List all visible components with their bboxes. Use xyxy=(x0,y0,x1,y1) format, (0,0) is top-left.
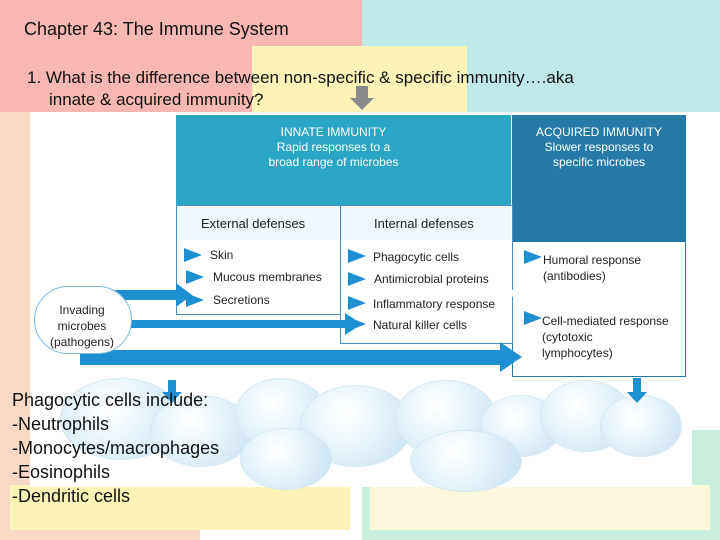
invading-microbes-line-1: Invading xyxy=(59,303,105,317)
internal-defenses-title-bar xyxy=(341,206,511,240)
innate-immunity-subtitle-2: broad range of microbes xyxy=(268,155,399,169)
arrow-to-external xyxy=(60,283,192,307)
internal-item-natural-killer: Natural killer cells xyxy=(373,318,468,332)
humoral-line-1: Humoral response xyxy=(543,253,642,267)
innate-immunity-subtitle-1: Rapid responses to a xyxy=(276,140,391,154)
internal-item-pointer xyxy=(348,317,366,331)
arrow-to-internal xyxy=(80,313,362,335)
acquired-immunity-subtitle-2: specific microbes xyxy=(552,155,646,169)
acquired-immunity-subtitle-1: Slower responses to xyxy=(544,140,654,154)
internal-item-antimicrobial: Antimicrobial proteins xyxy=(374,272,489,286)
acquired-immunity-body xyxy=(513,242,685,376)
phagocytic-note-title: Phagocytic cells include: xyxy=(12,390,209,410)
arrow-down-question xyxy=(350,86,374,110)
external-item-skin: Skin xyxy=(210,248,234,262)
arrow-down-humoral xyxy=(507,277,527,302)
internal-item-pointer xyxy=(348,272,366,286)
bg-block-cream-bottom xyxy=(370,485,710,530)
cell-image xyxy=(240,428,332,490)
phagocytic-note: Phagocytic cells include: -Neutrophils -… xyxy=(12,388,219,508)
cell-mediated-line-2: (cytotoxic xyxy=(542,330,593,344)
external-item-pointer xyxy=(186,293,204,307)
arrow-down-right xyxy=(627,378,647,403)
question-line-1: 1. What is the difference between non-sp… xyxy=(27,68,574,87)
invading-microbes-label: Invading microbes (pathogens) xyxy=(34,302,130,350)
external-item-mucous: Mucous membranes xyxy=(213,270,322,284)
humoral-line-2: (antibodies) xyxy=(543,269,606,283)
slide-title: Chapter 43: The Immune System xyxy=(24,19,289,39)
invading-microbes-box xyxy=(34,286,132,354)
external-item-secretions: Secretions xyxy=(213,293,270,307)
acquired-item-pointer xyxy=(524,250,542,264)
phagocytic-item: -Neutrophils xyxy=(12,414,110,434)
acquired-humoral: Humoral response (antibodies) xyxy=(543,252,641,284)
acquired-cell-mediated: Cell-mediated response (cytotoxic lympho… xyxy=(542,313,669,361)
internal-defenses-title: Internal defenses xyxy=(374,216,474,231)
internal-item-pointer xyxy=(348,296,366,310)
bg-block-yellow-bottom xyxy=(10,485,350,530)
internal-item-pointer xyxy=(348,249,366,263)
internal-item-inflammatory: Inflammatory response xyxy=(373,297,496,311)
acquired-immunity-header: ACQUIRED IMMUNITY Slower responses to sp… xyxy=(512,125,686,170)
innate-immunity-header: INNATE IMMUNITY Rapid responses to a bro… xyxy=(176,125,491,170)
invading-microbes-line-2: microbes xyxy=(57,319,107,333)
innate-immunity-title: INNATE IMMUNITY xyxy=(280,125,387,139)
internal-item-phagocytic: Phagocytic cells xyxy=(373,250,460,264)
cell-mediated-line-1: Cell-mediated response xyxy=(542,314,669,328)
acquired-immunity-title: ACQUIRED IMMUNITY xyxy=(536,125,662,139)
phagocytic-item: -Dendritic cells xyxy=(12,486,131,506)
cell-image xyxy=(410,430,522,492)
arrow-to-acquired xyxy=(80,342,522,372)
external-defenses-title: External defenses xyxy=(201,216,306,231)
arrow-down-left xyxy=(162,380,182,403)
phagocytic-item: -Eosinophils xyxy=(12,462,111,482)
acquired-item-pointer xyxy=(524,311,542,325)
phagocytic-item: -Monocytes/macrophages xyxy=(12,438,220,458)
question-line-2: innate & acquired immunity? xyxy=(49,90,264,109)
invading-microbes-line-3: (pathogens) xyxy=(49,335,115,349)
cell-mediated-line-3: lymphocytes) xyxy=(542,346,613,360)
external-item-pointer xyxy=(186,270,204,284)
external-item-pointer xyxy=(184,248,202,262)
external-defenses-title-bar xyxy=(177,206,339,240)
